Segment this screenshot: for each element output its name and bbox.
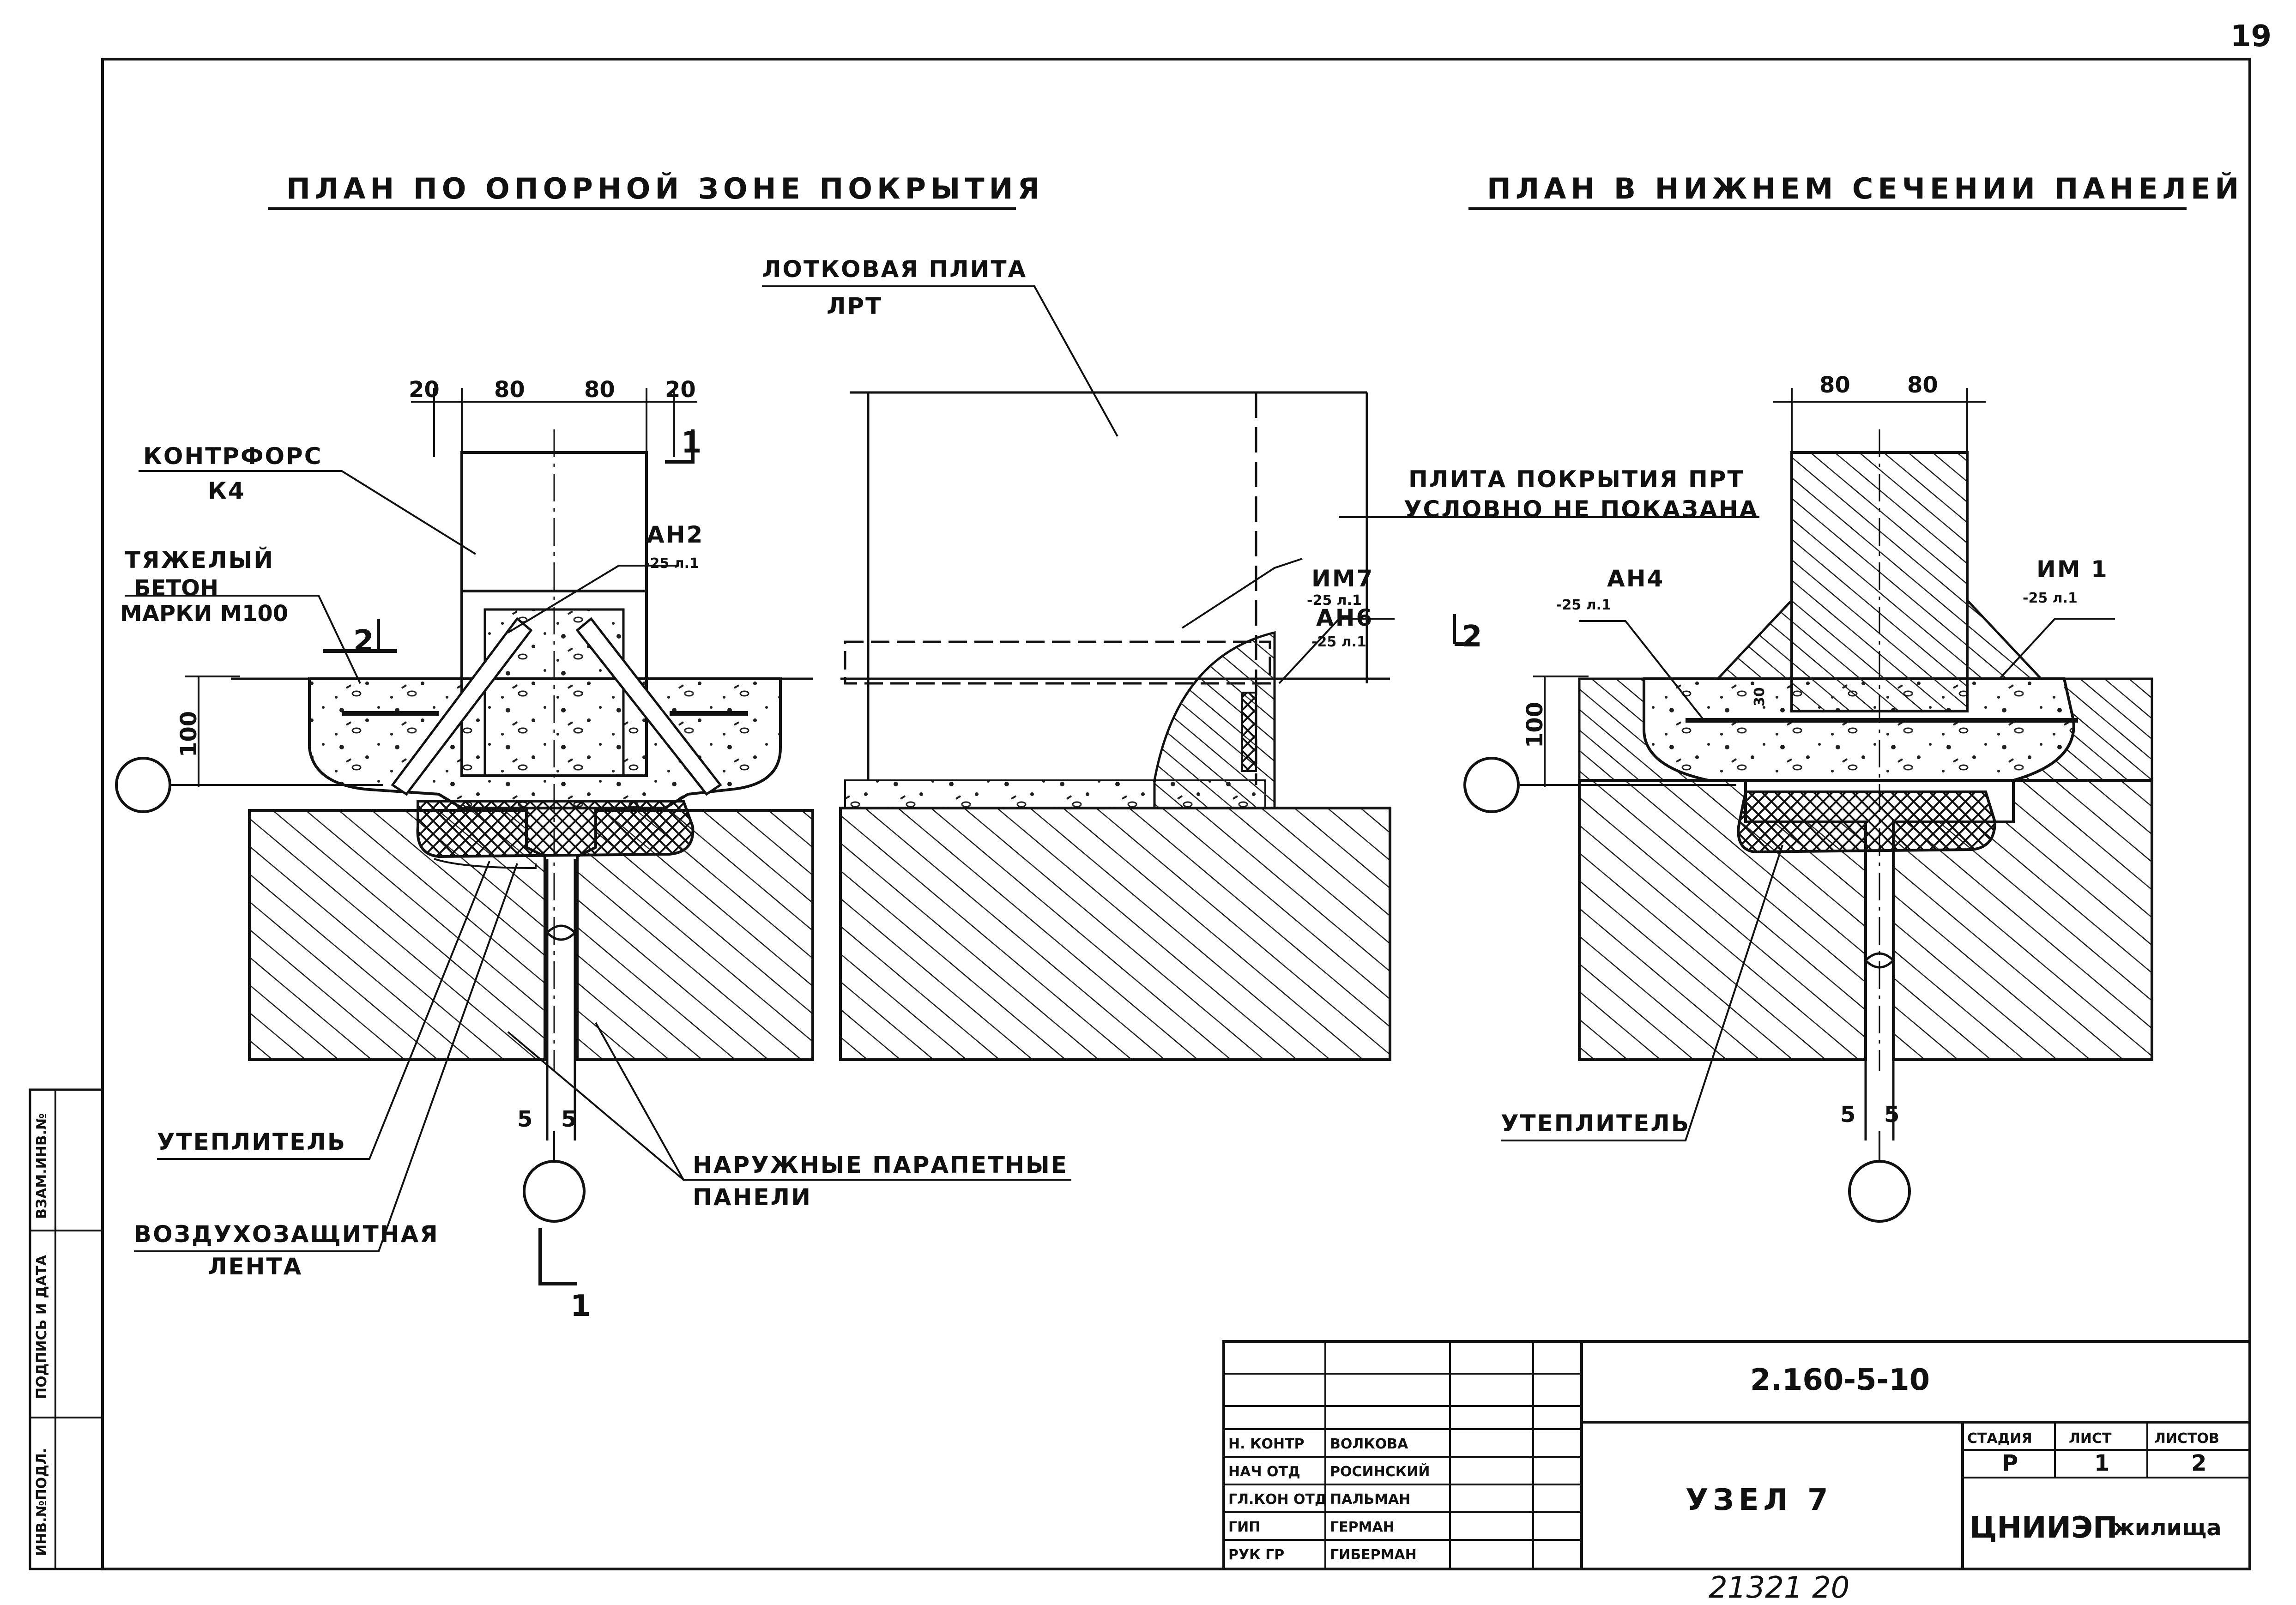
section-1-top: 1 bbox=[681, 426, 702, 460]
stamp-inv: ИНВ.№ПОДЛ. bbox=[34, 1448, 50, 1556]
doc-code: 2.160-5-10 bbox=[1750, 1363, 1930, 1397]
sheets-header: ЛИСТОВ bbox=[2154, 1430, 2219, 1447]
dim-left-100: 100 bbox=[176, 711, 202, 757]
dim-left-80b: 80 bbox=[584, 377, 615, 403]
tb-name-0: ВОЛКОВА bbox=[1330, 1436, 1408, 1452]
footer-number: 21321 20 bbox=[1709, 1571, 1849, 1605]
tb-name-3: ГЕРМАН bbox=[1330, 1519, 1395, 1535]
label-lrt: ЛРТ bbox=[827, 293, 882, 320]
sheets-value: 2 bbox=[2191, 1450, 2206, 1476]
page-number: 19 bbox=[2230, 19, 2272, 54]
dim-left-5a: 5 bbox=[517, 1106, 532, 1132]
label-im1: ИМ 1 bbox=[2036, 556, 2109, 583]
dimensions: 20 80 80 20 100 5 5 80 80 100 30 5 5 bbox=[176, 372, 1938, 1132]
label-beton: БЕТОН bbox=[134, 575, 218, 601]
dim-right-5a: 5 bbox=[1840, 1102, 1855, 1128]
label-vozduhozashchitnaya: ВОЗДУХОЗАЩИТНАЯ bbox=[134, 1221, 439, 1248]
label-paneli: ПАНЕЛИ bbox=[693, 1184, 812, 1211]
title-right: ПЛАН В НИЖНЕМ СЕЧЕНИИ ПАНЕЛЕЙ bbox=[1487, 172, 2243, 205]
tb-role-4: РУК ГР bbox=[1228, 1547, 1284, 1563]
dim-right-30: 30 bbox=[1752, 687, 1768, 706]
dim-right-80a: 80 bbox=[1819, 372, 1850, 398]
label-plita-pokrytiya: ПЛИТА ПОКРЫТИЯ ПРТ bbox=[1408, 466, 1745, 493]
tb-role-1: НАЧ ОТД bbox=[1228, 1464, 1300, 1480]
dim-right-100: 100 bbox=[1522, 702, 1548, 748]
tb-role-0: Н. КОНТР bbox=[1228, 1436, 1305, 1452]
label-im1-sub: -25 л.1 bbox=[2023, 590, 2078, 606]
label-parapet: НАРУЖНЫЕ ПАРАПЕТНЫЕ bbox=[693, 1152, 1068, 1178]
org-suffix: жилища bbox=[2113, 1515, 2222, 1541]
label-im7-sub: -25 л.1 bbox=[1307, 592, 1362, 609]
stamp-replace: ВЗАМ.ИНВ.№ bbox=[34, 1113, 50, 1219]
label-im7: ИМ7 bbox=[1311, 565, 1374, 592]
label-an6: АН6 bbox=[1316, 604, 1373, 631]
dim-left-5b: 5 bbox=[561, 1106, 576, 1132]
dim-left-20a: 20 bbox=[409, 377, 440, 403]
tb-name-2: ПАЛЬМАН bbox=[1330, 1491, 1410, 1508]
sheet-header: ЛИСТ bbox=[2069, 1430, 2112, 1447]
label-an2: АН2 bbox=[647, 521, 704, 548]
label-tyazhely: ТЯЖЕЛЫЙ bbox=[125, 546, 274, 573]
right-plan bbox=[1463, 388, 2153, 1223]
stage-value: Р bbox=[2002, 1450, 2018, 1476]
label-uteplitel-left: УТЕПЛИТЕЛЬ bbox=[157, 1128, 346, 1155]
label-lotkovaya: ЛОТКОВАЯ ПЛИТА bbox=[762, 256, 1027, 283]
left-plan bbox=[115, 388, 1071, 1285]
title-left: ПЛАН ПО ОПОРНОЙ ЗОНЕ ПОКРЫТИЯ bbox=[286, 172, 1044, 205]
sheet-frame bbox=[29, 58, 2251, 1570]
stamp-signature: ПОДПИСЬ И ДАТА bbox=[34, 1255, 50, 1399]
section-2-left: 2 bbox=[353, 624, 374, 658]
dim-left-20b: 20 bbox=[665, 377, 696, 403]
tb-role-2: ГЛ.КОН ОТД bbox=[1228, 1491, 1327, 1508]
title-block bbox=[1222, 1340, 2251, 1570]
middle-section bbox=[762, 285, 1759, 1061]
label-an6-sub: -25 л.1 bbox=[1311, 634, 1366, 650]
label-marki: МАРКИ М100 bbox=[120, 601, 288, 627]
label-an2-sub: -25 л.1 bbox=[644, 555, 699, 572]
label-uteplitel-right: УТЕПЛИТЕЛЬ bbox=[1501, 1110, 1690, 1137]
title-block-text: 2.160-5-10 Н. КОНТР ВОЛКОВА НАЧ ОТД РОСИ… bbox=[1228, 1363, 2222, 1563]
label-an4: АН4 bbox=[1607, 565, 1664, 592]
node-name: УЗЕЛ 7 bbox=[1686, 1483, 1833, 1517]
labels: ЛОТКОВАЯ ПЛИТА ЛРТ ПЛИТА ПОКРЫТИЯ ПРТ УС… bbox=[120, 256, 2109, 1323]
org-name: ЦНИИЭП bbox=[1970, 1511, 2118, 1545]
label-an4-sub: -25 л.1 bbox=[1556, 597, 1611, 613]
stage-header: СТАДИЯ bbox=[1967, 1430, 2032, 1447]
dim-right-5b: 5 bbox=[1884, 1102, 1899, 1128]
dim-right-80b: 80 bbox=[1907, 372, 1938, 398]
tb-name-4: ГИБЕРМАН bbox=[1330, 1547, 1417, 1563]
tb-role-3: ГИП bbox=[1228, 1519, 1260, 1535]
tb-name-1: РОСИНСКИЙ bbox=[1330, 1463, 1430, 1480]
label-k4: К4 bbox=[208, 477, 246, 504]
label-kontrfors: КОНТРФОРС bbox=[143, 443, 322, 470]
label-lenta: ЛЕНТА bbox=[208, 1253, 302, 1280]
sheet-value: 1 bbox=[2094, 1450, 2109, 1476]
section-1-bottom: 1 bbox=[570, 1289, 591, 1323]
dim-left-80a: 80 bbox=[494, 377, 525, 403]
label-uslovno: УСЛОВНО НЕ ПОКАЗАНА bbox=[1404, 496, 1758, 523]
section-2-right: 2 bbox=[1462, 620, 1482, 654]
